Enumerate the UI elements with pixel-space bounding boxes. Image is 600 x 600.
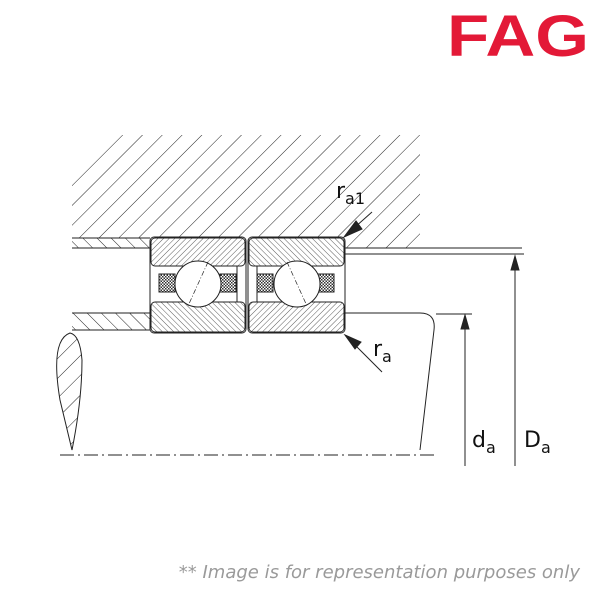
label-da: da — [472, 428, 496, 457]
bearing — [149, 236, 346, 334]
disclaimer-text: ** Image is for representation purposes … — [178, 562, 580, 583]
label-ra: ra — [373, 337, 392, 366]
shaft — [56, 312, 435, 456]
fag-logo: FAG — [447, 8, 589, 60]
logo-text: FAG — [447, 8, 589, 60]
label-ra1: ra1 — [336, 179, 365, 208]
dimensions — [342, 211, 524, 466]
label-Da: Da — [524, 428, 551, 457]
housing — [72, 135, 522, 249]
